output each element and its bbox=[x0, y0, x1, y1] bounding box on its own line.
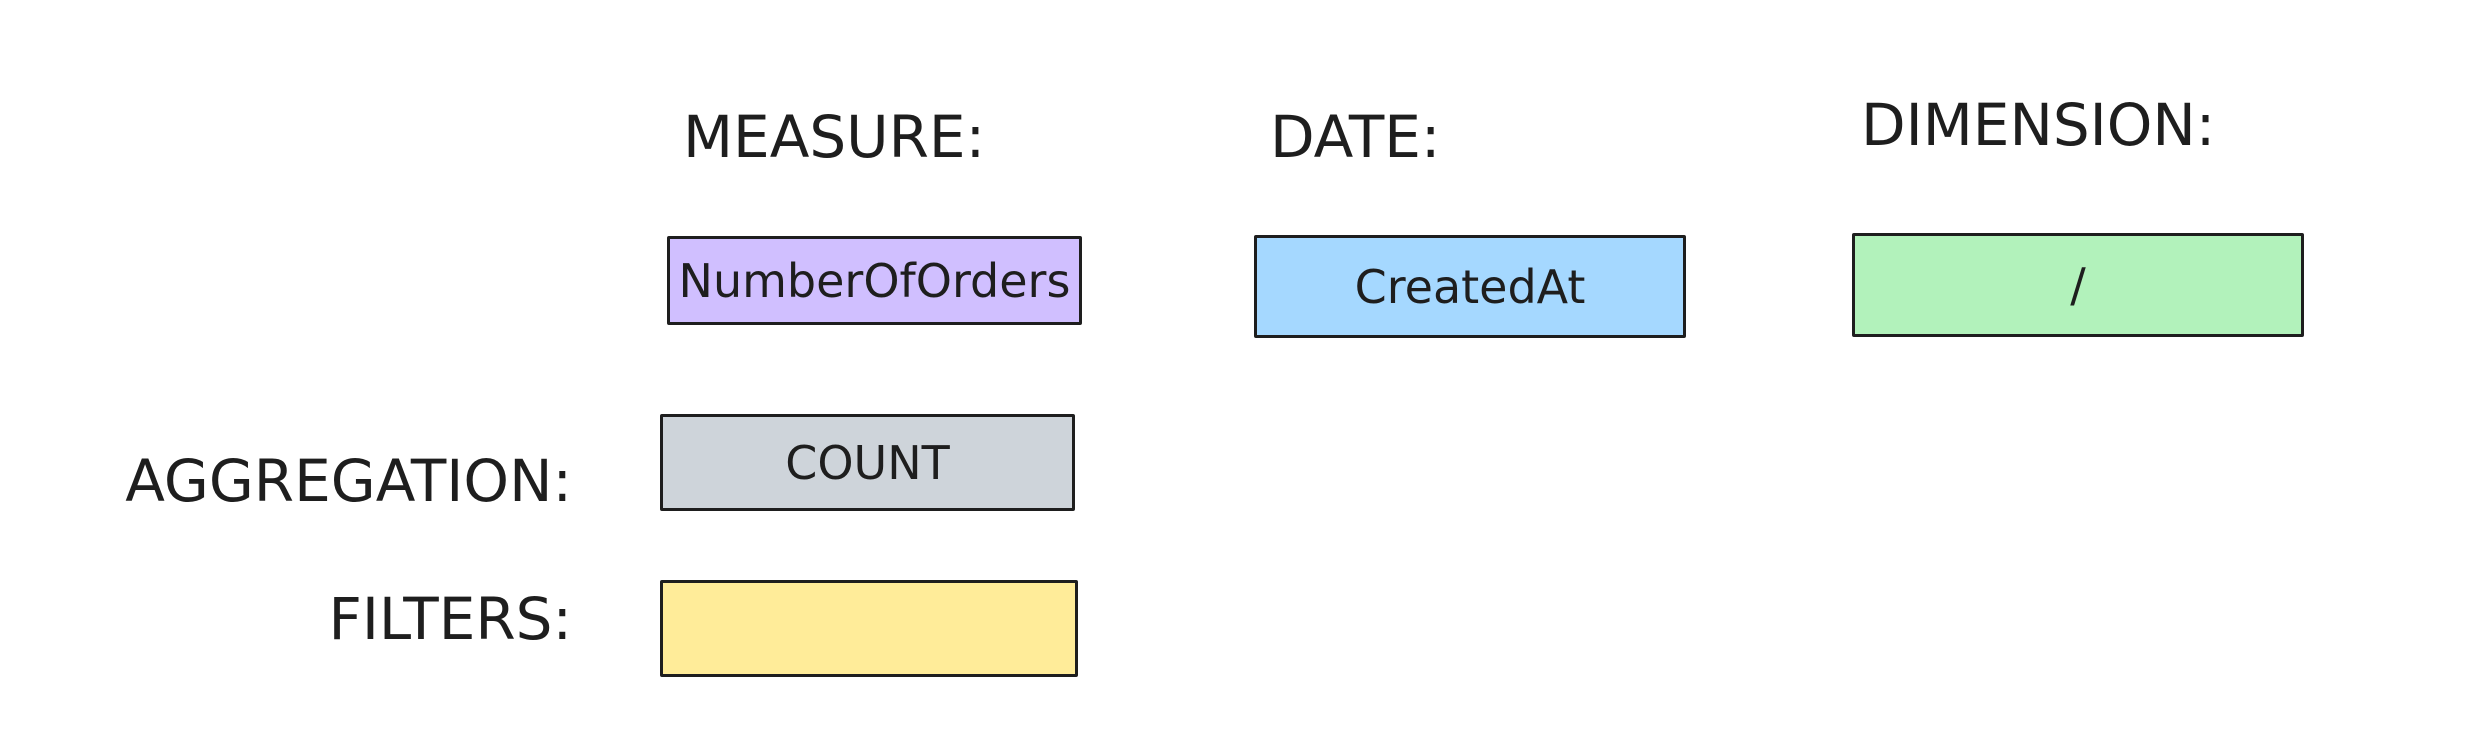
measure-box: NumberOfOrders bbox=[667, 236, 1082, 325]
date-value: CreatedAt bbox=[1354, 259, 1586, 314]
aggregation-value: COUNT bbox=[785, 435, 950, 490]
filters-label: FILTERS: bbox=[328, 585, 572, 653]
aggregation-label: AGGREGATION: bbox=[125, 447, 572, 515]
dimension-label: DIMENSION: bbox=[1861, 91, 2216, 159]
filters-box bbox=[660, 580, 1078, 677]
measure-label: MEASURE: bbox=[683, 103, 986, 171]
measure-value: NumberOfOrders bbox=[678, 253, 1071, 308]
dimension-value: / bbox=[2070, 258, 2086, 312]
date-label: DATE: bbox=[1270, 103, 1441, 171]
date-box: CreatedAt bbox=[1254, 235, 1686, 338]
aggregation-box: COUNT bbox=[660, 414, 1075, 511]
dimension-box: / bbox=[1852, 233, 2304, 337]
